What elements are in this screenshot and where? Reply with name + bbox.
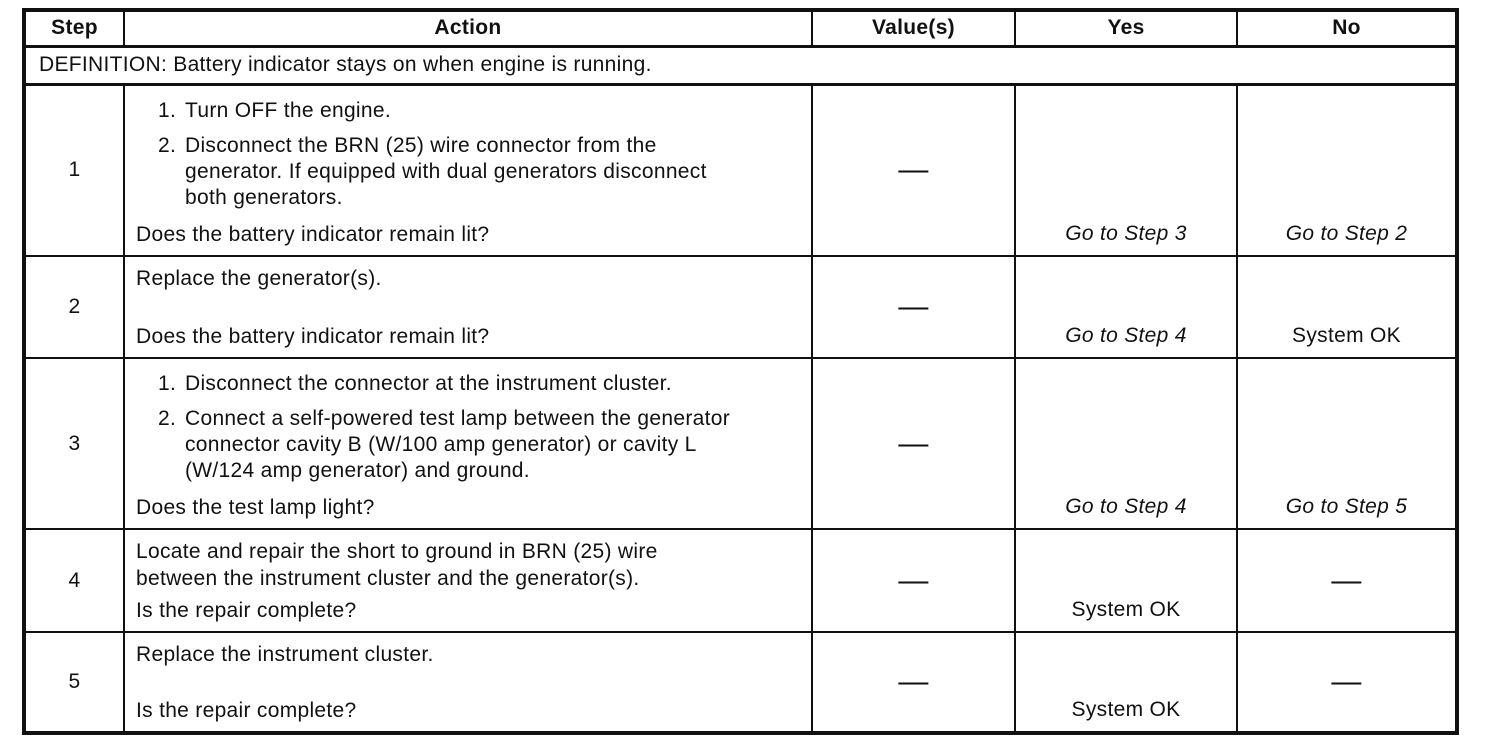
diagnostic-table: Step Action Value(s) Yes No DEFINITION: … <box>22 8 1459 735</box>
step-cell: 1 <box>23 83 125 257</box>
no-cell: System OK <box>1236 255 1458 359</box>
em-dash: — <box>898 426 929 460</box>
step-cell: 4 <box>23 528 125 633</box>
action-list-item: 2. Disconnect the BRN (25) wire connecto… <box>158 133 797 211</box>
no-cell: — <box>1236 631 1458 734</box>
no-text: System OK <box>1292 324 1401 347</box>
no-text: Go to Step 2 <box>1285 222 1408 245</box>
em-dash: — <box>898 153 929 187</box>
yes-text: Go to Step 4 <box>1065 495 1187 518</box>
action-question: Is the repair complete? <box>136 699 357 722</box>
action-cell: Replace the generator(s). Does the batte… <box>123 255 813 359</box>
action-question: Does the battery indicator remain lit? <box>136 325 490 348</box>
action-text: Replace the instrument cluster. <box>136 643 434 666</box>
header-values: Value(s) <box>811 9 1016 48</box>
no-cell: — <box>1236 528 1458 633</box>
definition-text: DEFINITION: Battery indicator stays on w… <box>23 45 1458 86</box>
action-item-number: 2. <box>158 407 177 430</box>
step-cell: 3 <box>23 357 125 530</box>
definition-row: DEFINITION: Battery indicator stays on w… <box>23 45 1458 86</box>
action-item-text: Turn OFF the engine. <box>185 98 391 122</box>
yes-cell: Go to Step 3 <box>1014 83 1238 257</box>
action-list-item: 1. Turn OFF the engine. <box>158 98 797 124</box>
table-row: 1 1. Turn OFF the engine. 2. Disconnect … <box>23 83 1458 257</box>
action-question: Does the test lamp light? <box>136 496 375 519</box>
table-row: 3 1. Disconnect the connector at the ins… <box>23 357 1458 530</box>
em-dash: — <box>898 563 929 597</box>
header-yes: Yes <box>1014 9 1238 48</box>
yes-cell: Go to Step 4 <box>1014 357 1238 530</box>
yes-cell: Go to Step 4 <box>1014 255 1238 359</box>
header-action: Action <box>123 9 813 48</box>
yes-cell: System OK <box>1014 631 1238 734</box>
action-cell: Locate and repair the short to ground in… <box>123 528 813 633</box>
value-cell: — <box>811 631 1016 734</box>
table-row: 4 Locate and repair the short to ground … <box>23 528 1458 633</box>
em-dash: — <box>898 665 929 698</box>
value-cell: — <box>811 528 1016 633</box>
step-cell: 2 <box>23 255 125 359</box>
yes-cell: System OK <box>1014 528 1238 633</box>
no-cell: Go to Step 2 <box>1236 83 1458 257</box>
header-no: No <box>1236 9 1458 48</box>
action-item-text: Connect a self-powered test lamp between… <box>185 407 731 482</box>
header-step: Step <box>23 9 125 48</box>
yes-text: Go to Step 3 <box>1065 222 1187 245</box>
action-list-item: 1. Disconnect the connector at the instr… <box>158 371 797 397</box>
action-cell: 1. Turn OFF the engine. 2. Disconnect th… <box>123 83 813 257</box>
action-text: Replace the generator(s). <box>136 267 382 290</box>
action-item-number: 1. <box>158 98 177 122</box>
em-dash: — <box>1331 665 1362 698</box>
action-question: Is the repair complete? <box>136 599 357 622</box>
em-dash: — <box>1331 563 1362 597</box>
table-row: 5 Replace the instrument cluster. Is the… <box>23 631 1458 734</box>
action-item-text: Disconnect the BRN (25) wire connector f… <box>185 133 707 209</box>
no-cell: Go to Step 5 <box>1236 357 1458 530</box>
value-cell: — <box>811 83 1016 257</box>
action-cell: 1. Disconnect the connector at the instr… <box>123 357 813 530</box>
no-text: Go to Step 5 <box>1285 495 1408 518</box>
value-cell: — <box>811 357 1016 530</box>
step-cell: 5 <box>23 631 125 734</box>
table-row: 2 Replace the generator(s). Does the bat… <box>23 255 1458 359</box>
action-question: Does the battery indicator remain lit? <box>136 223 490 246</box>
action-item-number: 1. <box>158 372 177 395</box>
header-row: Step Action Value(s) Yes No <box>23 9 1458 48</box>
yes-text: Go to Step 4 <box>1065 324 1187 347</box>
value-cell: — <box>811 255 1016 359</box>
em-dash: — <box>898 290 929 323</box>
action-list-item: 2. Connect a self-powered test lamp betw… <box>158 406 797 484</box>
action-text: Locate and repair the short to ground in… <box>136 540 658 590</box>
yes-text: System OK <box>1071 698 1181 721</box>
action-cell: Replace the instrument cluster. Is the r… <box>123 631 813 734</box>
yes-text: System OK <box>1071 598 1181 621</box>
action-item-number: 2. <box>158 133 177 157</box>
action-item-text: Disconnect the connector at the instrume… <box>185 372 672 395</box>
